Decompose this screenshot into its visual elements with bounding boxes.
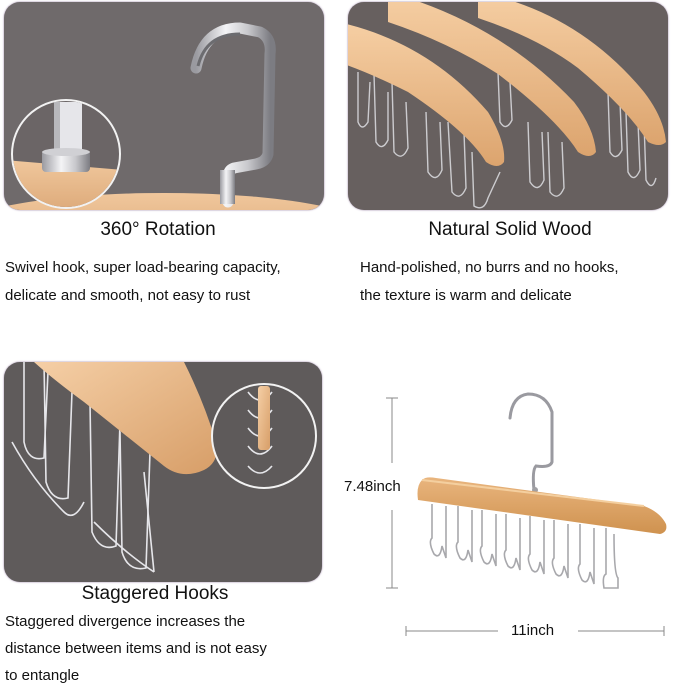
width-dimension-label: 11inch: [505, 622, 561, 639]
swivel-hook-illustration: [4, 22, 324, 210]
hooks-feature-image: [4, 362, 322, 582]
wooden-arms-illustration: [348, 2, 666, 209]
description-line: delicate and smooth, not easy to rust: [5, 287, 251, 304]
description-line: distance between items and is not easy: [5, 640, 267, 657]
wood-title: Natural Solid Wood: [428, 219, 592, 240]
description-line: Hand-polished, no burrs and no hooks,: [360, 259, 619, 276]
description-line: Staggered divergence increases the: [5, 613, 246, 630]
rotation-feature-image: [4, 2, 324, 210]
wood-feature-image: [348, 2, 668, 210]
description-line: to entangle: [5, 667, 80, 684]
rotation-description: Swivel hook, super load-bearing capacity…: [5, 254, 281, 310]
wood-description: Hand-polished, no burrs and no hooks, th…: [360, 254, 619, 310]
staggered-hooks-illustration: [11, 362, 317, 573]
dimensions-product-image: [330, 380, 679, 650]
hooks-title: Staggered Hooks: [81, 583, 229, 604]
description-line: the texture is warm and delicate: [360, 287, 572, 304]
width-dimension-line: [405, 626, 665, 636]
hanger-product-illustration: [386, 392, 667, 636]
height-dimension-line: [386, 397, 398, 589]
description-line: Swivel hook, super load-bearing capacity…: [5, 259, 281, 276]
rotation-title: 360° Rotation: [100, 219, 216, 240]
hooks-description: Staggered divergence increases the dista…: [5, 608, 267, 689]
height-dimension-label: 7.48inch: [344, 478, 401, 495]
